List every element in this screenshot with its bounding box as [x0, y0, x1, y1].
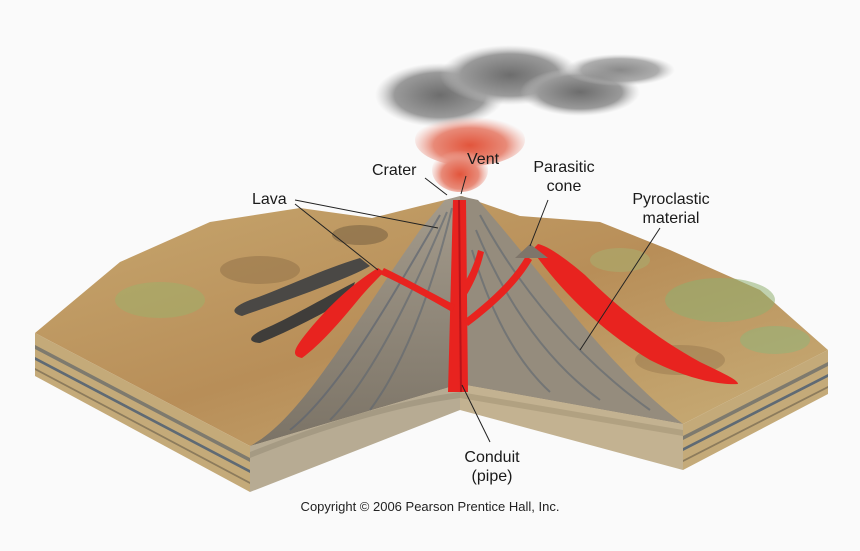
volcano-cone	[250, 196, 683, 492]
leader-lines	[294, 175, 661, 443]
vent-label: Vent	[467, 151, 500, 168]
conduit-label: Conduit (pipe)	[464, 449, 520, 485]
lava-label: Lava	[252, 191, 287, 208]
old-lava-flows	[234, 258, 370, 343]
parasitic-cone-label: Parasitic cone	[533, 159, 595, 195]
parasitic-cone	[515, 244, 548, 258]
left-cross-section	[35, 333, 250, 492]
right-cross-section	[683, 350, 828, 470]
lava-flows	[294, 244, 738, 385]
conduit	[380, 199, 532, 393]
crater-label: Crater	[372, 162, 417, 179]
pyroclastic-material-label: Pyroclastic material	[632, 191, 710, 227]
copyright-text: Copyright © 2006 Pearson Prentice Hall, …	[300, 499, 560, 514]
eruption-cloud	[375, 45, 675, 192]
